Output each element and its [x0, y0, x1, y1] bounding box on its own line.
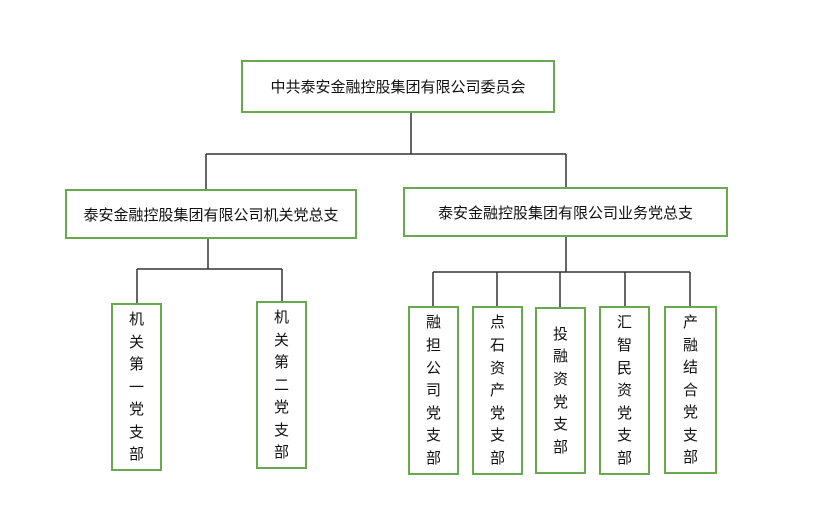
child-node-label: 点石资产党支部	[489, 313, 505, 467]
child-node: 机关第二党支部	[256, 301, 307, 469]
child-node: 融担公司党支部	[408, 306, 459, 475]
child-node-label: 汇智民资党支部	[616, 313, 632, 467]
child-node: 汇智民资党支部	[599, 306, 650, 475]
child-node-label: 机关第二党支部	[273, 307, 289, 462]
child-node-label: 投融资党支部	[552, 324, 568, 456]
root-node: 中共泰安金融控股集团有限公司委员会	[241, 60, 555, 113]
root-node-label: 中共泰安金融控股集团有限公司委员会	[270, 78, 526, 96]
child-node: 点石资产党支部	[472, 306, 523, 475]
branch-node-label: 泰安金融控股集团有限公司机关党总支	[83, 205, 339, 224]
branch-node-label: 泰安金融控股集团有限公司业务党总支	[437, 203, 693, 222]
child-node: 产融结合党支部	[664, 306, 717, 474]
branch-node-organs: 泰安金融控股集团有限公司机关党总支	[65, 189, 357, 239]
child-node-label: 机关第一党支部	[128, 309, 144, 464]
child-node: 机关第一党支部	[111, 303, 162, 471]
branch-node-business: 泰安金融控股集团有限公司业务党总支	[403, 187, 728, 237]
child-node: 投融资党支部	[535, 307, 586, 474]
child-node-label: 产融结合党支部	[682, 312, 698, 467]
child-node-label: 融担公司党支部	[425, 313, 441, 467]
